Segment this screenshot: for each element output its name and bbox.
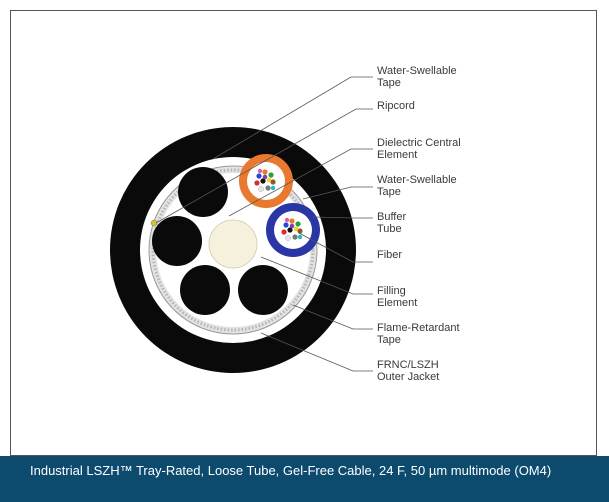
filling-element — [178, 167, 228, 217]
filling-element — [238, 265, 288, 315]
leader-line — [260, 256, 373, 295]
label-fiber: Fiber — [377, 249, 402, 261]
filling-element — [152, 216, 202, 266]
leader-line — [292, 304, 373, 330]
label-buffer-tube: Buffer Tube — [377, 211, 409, 235]
leader-line — [155, 108, 373, 224]
ripcord-marker-left — [150, 219, 158, 227]
leader-line — [312, 216, 373, 219]
tape-texture — [151, 168, 315, 332]
leader-line — [212, 76, 373, 160]
image-caption: Industrial LSZH™ Tray-Rated, Loose Tube,… — [0, 456, 609, 502]
dielectric-central-element — [208, 219, 258, 269]
label-outer-jacket: FRNC/LSZH Outer Jacket — [377, 359, 442, 383]
label-water-swellable-tape-inner: Water-Swellable Tape — [377, 174, 460, 198]
leader-line — [260, 332, 373, 372]
label-filling-element: Filling Element — [377, 285, 417, 309]
filling-element — [180, 265, 230, 315]
leader-line — [298, 232, 373, 263]
leader-line — [302, 186, 373, 200]
buffer-tube-blue-inner — [274, 211, 312, 249]
leader-line — [228, 148, 373, 217]
diagram-frame: Water-Swellable Tape Ripcord Dielectric … — [10, 10, 597, 456]
cable-cross-section-diagram: Water-Swellable Tape Ripcord Dielectric … — [110, 65, 464, 383]
label-flame-retardant-tape: Flame-Retardant Tape — [377, 322, 463, 346]
label-dielectric-central-element: Dielectric Central Element — [377, 137, 464, 161]
label-water-swellable-tape-outer: Water-Swellable Tape — [377, 65, 460, 89]
label-ripcord: Ripcord — [377, 100, 415, 112]
fiber-bundle-blue — [281, 217, 303, 241]
fiber-bundle-orange — [254, 168, 276, 192]
